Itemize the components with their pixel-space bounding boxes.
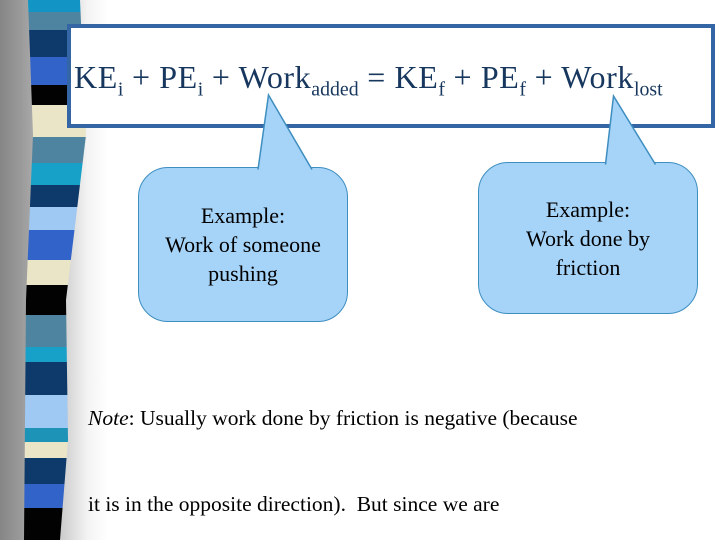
callout-line: Example: <box>200 203 286 228</box>
eq-operator: + <box>123 58 160 95</box>
callout-work-lost: Example: Work done by friction <box>478 162 698 314</box>
eq-term: KEi <box>74 58 124 101</box>
eq-operator: + <box>203 58 239 95</box>
callout-line: Work of someone <box>165 232 321 257</box>
ribbon-segment <box>24 0 86 12</box>
callout-line: pushing <box>208 261 278 286</box>
note-line: Note: Usually work done by friction is n… <box>88 406 578 430</box>
callout-line: friction <box>555 254 621 280</box>
eq-operator: = <box>358 58 395 95</box>
ribbon-segment <box>24 207 86 230</box>
callout-line: Work done by <box>525 225 651 251</box>
note-line: it is in the opposite direction). But si… <box>88 491 500 516</box>
eq-term: PEi <box>159 58 204 101</box>
energy-equation: KEi + PEi + Workadded = KEf + PEf + Work… <box>71 51 663 101</box>
ribbon-segment <box>24 185 86 207</box>
ribbon-segment <box>24 163 86 185</box>
callout-work-added: Example: Work of someone pushing <box>138 167 348 322</box>
equation-title-box: KEi + PEi + Workadded = KEf + PEf + Work… <box>67 24 715 128</box>
eq-operator: + <box>444 58 481 95</box>
note-text: Note: Usually work done by friction is n… <box>88 347 672 540</box>
eq-term: PEf <box>480 58 526 101</box>
eq-term: KEf <box>394 58 445 101</box>
ribbon-segment <box>24 137 86 163</box>
callout-line: Example: <box>545 196 631 222</box>
eq-term: Workadded <box>238 58 359 101</box>
eq-term: Worklost <box>561 58 663 101</box>
eq-operator: + <box>525 58 562 95</box>
